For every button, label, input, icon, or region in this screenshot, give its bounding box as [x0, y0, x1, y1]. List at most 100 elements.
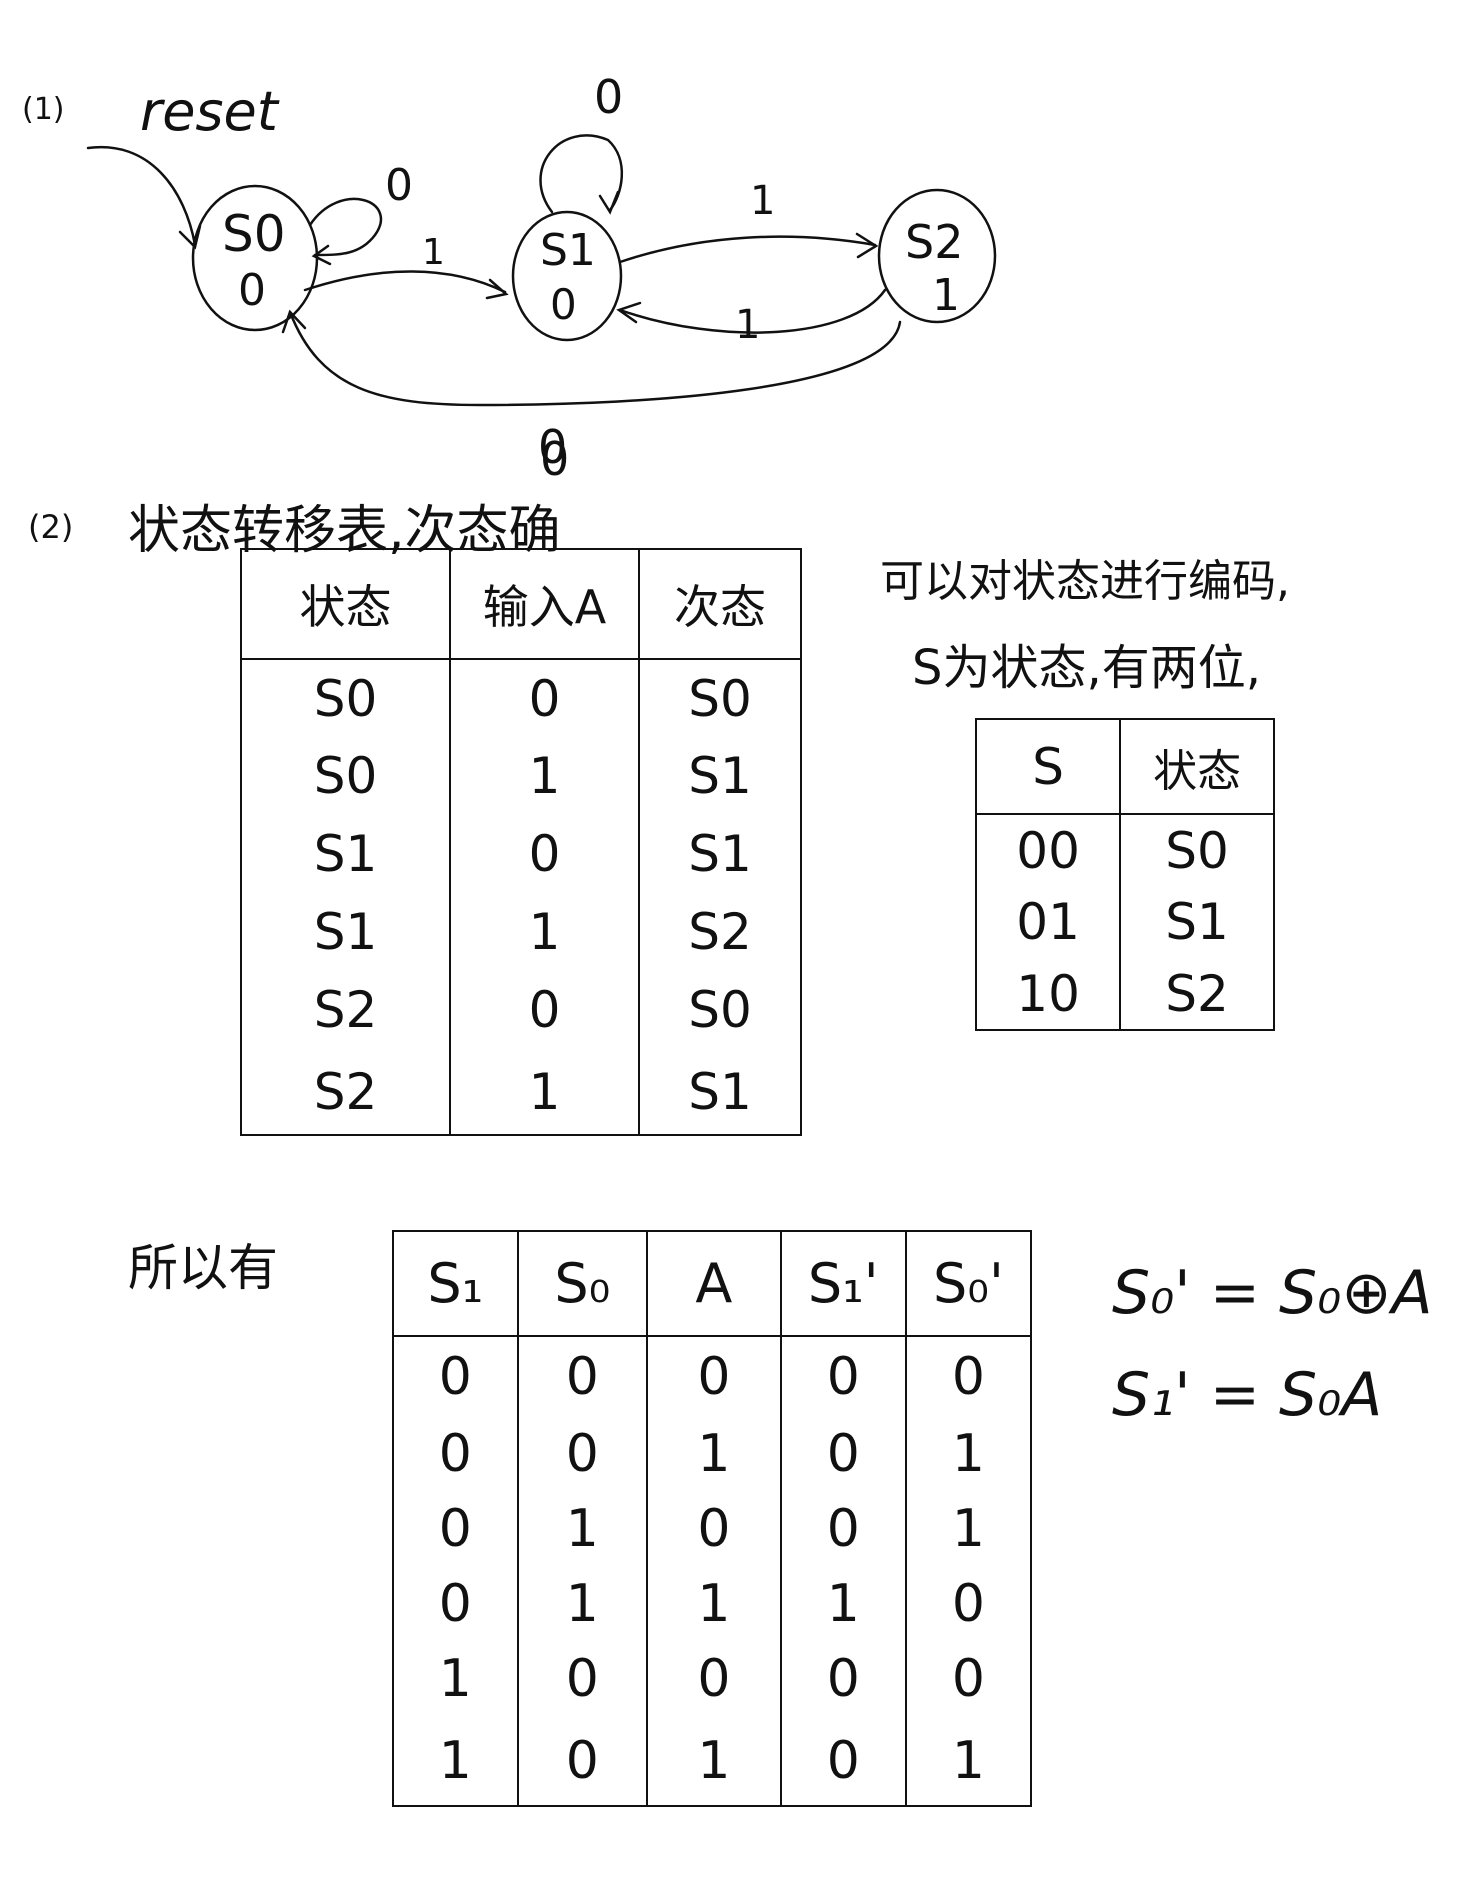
- table-cell: 1: [392, 1716, 519, 1806]
- state-encoding-table: S 状态 00 S0 01 S1 10 S2: [974, 718, 1275, 1031]
- state-s1: [511, 210, 623, 342]
- state-s2-output: 1: [932, 270, 960, 321]
- table-cell: S0: [1119, 814, 1275, 886]
- table-cell: 0: [646, 1336, 782, 1416]
- table-row: S0 0 S0: [240, 659, 802, 737]
- table-row: S1 0 S1: [240, 815, 802, 893]
- table-cell: 1: [904, 1491, 1033, 1566]
- reset-label: reset: [140, 80, 278, 143]
- table-cell: S2: [1119, 958, 1275, 1030]
- table-cell: S1: [638, 737, 802, 815]
- table-header: 输入A: [448, 549, 641, 660]
- s2-to-s0-arrow: [288, 310, 902, 407]
- table-header: 次态: [638, 549, 802, 660]
- table-cell: S1: [638, 815, 802, 893]
- state-s2: [877, 188, 997, 324]
- table-cell: 0: [779, 1641, 907, 1716]
- table-row: 0 0 0 0 0: [392, 1336, 1033, 1416]
- state-s1-output: 0: [550, 280, 577, 329]
- part2-heading-tail: 0: [540, 432, 570, 486]
- transition-s0-s1-label: 1: [422, 232, 445, 273]
- state-s2-name: S2: [905, 215, 964, 269]
- s2-to-s1-arrow: [618, 288, 887, 334]
- table-cell: 1: [516, 1566, 649, 1641]
- table-row: 0 1 0 0 1: [392, 1491, 1033, 1566]
- table-header: S₀: [516, 1231, 649, 1337]
- encoding-note-line1: 可以对状态进行编码,: [880, 556, 1290, 607]
- table-cell: S2: [240, 1049, 451, 1135]
- transition-s1-s1-label: 0: [594, 70, 624, 124]
- encoding-note-line2: S为状态,有两位,: [912, 640, 1261, 696]
- state-s0-output: 0: [238, 265, 266, 316]
- table-cell: S1: [240, 893, 451, 971]
- state-diagram: [86, 134, 997, 407]
- table-cell: 1: [516, 1491, 649, 1566]
- table-cell: S0: [638, 659, 802, 737]
- table-cell: 00: [974, 814, 1122, 886]
- table-row: S1 1 S2: [240, 893, 802, 971]
- table-cell: 1: [448, 1049, 641, 1135]
- table-row: 0 0 1 0 1: [392, 1416, 1033, 1491]
- table-cell: 0: [448, 971, 641, 1049]
- table-cell: 01: [974, 886, 1122, 958]
- table-cell: 0: [904, 1566, 1033, 1641]
- table-header: 状态: [240, 549, 451, 660]
- s0-self-loop: [308, 197, 383, 257]
- state-s0-name: S0: [222, 205, 286, 263]
- table-header: A: [646, 1231, 782, 1337]
- table-cell: 10: [974, 958, 1122, 1030]
- table-row: 10 S2: [974, 958, 1275, 1030]
- table-row: 1 0 1 0 1: [392, 1716, 1033, 1806]
- s0-to-s1-arrow: [303, 270, 507, 294]
- table-cell: 0: [516, 1416, 649, 1491]
- table-cell: 0: [904, 1641, 1033, 1716]
- table-row: 0 1 1 1 0: [392, 1566, 1033, 1641]
- table-row: 00 S0: [974, 814, 1275, 886]
- transition-s0-s0-label: 0: [385, 160, 413, 211]
- table-cell: 1: [779, 1566, 907, 1641]
- equation-s0-next: S₀' = S₀⊕A: [1112, 1258, 1433, 1328]
- s1-to-s2-arrow: [618, 235, 877, 264]
- next-state-truth-table: S₁ S₀ A S₁' S₀' 0 0 0 0 0 0 0 1 0 1 0 1 …: [392, 1230, 1033, 1807]
- table-header: S₁: [392, 1231, 519, 1337]
- table-cell: 0: [392, 1566, 519, 1641]
- table-cell: 0: [448, 815, 641, 893]
- table-cell: S1: [240, 815, 451, 893]
- table-header: S₀': [904, 1231, 1033, 1337]
- table-row: S2 0 S0: [240, 971, 802, 1049]
- state-transition-table: 状态 输入A 次态 S0 0 S0 S0 1 S1 S1 0 S1 S1 1 S…: [240, 548, 802, 1136]
- table-cell: 0: [779, 1336, 907, 1416]
- transition-s2-s0-label: 0: [538, 420, 568, 474]
- table-header: S: [974, 719, 1122, 815]
- table-cell: S0: [240, 737, 451, 815]
- table-cell: S2: [638, 893, 802, 971]
- transition-s2-s1-label: 1: [735, 302, 761, 348]
- part1-label: (1): [22, 92, 65, 127]
- table-cell: S2: [240, 971, 451, 1049]
- table-cell: 1: [904, 1716, 1033, 1806]
- table-header: 状态: [1119, 719, 1275, 815]
- table-row: 01 S1: [974, 886, 1275, 958]
- table-cell: 1: [448, 893, 641, 971]
- table-cell: S0: [638, 971, 802, 1049]
- table-cell: 0: [516, 1641, 649, 1716]
- table-cell: 1: [904, 1416, 1033, 1491]
- table-cell: 1: [646, 1416, 782, 1491]
- table-cell: 0: [779, 1416, 907, 1491]
- reset-arrow: [86, 145, 197, 247]
- s1-self-loop: [539, 134, 623, 214]
- equation-s1-next: S₁' = S₀A: [1112, 1360, 1383, 1430]
- table-cell: 0: [516, 1716, 649, 1806]
- table-row: S2 1 S1: [240, 1049, 802, 1135]
- table-cell: 0: [516, 1336, 649, 1416]
- table-row: 1 0 0 0 0: [392, 1641, 1033, 1716]
- table-cell: S0: [240, 659, 451, 737]
- part2-label: (2): [28, 508, 74, 546]
- table-cell: 1: [448, 737, 641, 815]
- table-cell: 0: [779, 1716, 907, 1806]
- table-cell: 0: [392, 1336, 519, 1416]
- table-cell: S1: [638, 1049, 802, 1135]
- table-cell: S1: [1119, 886, 1275, 958]
- table-row: S0 1 S1: [240, 737, 802, 815]
- part3-label: 所以有: [128, 1239, 278, 1297]
